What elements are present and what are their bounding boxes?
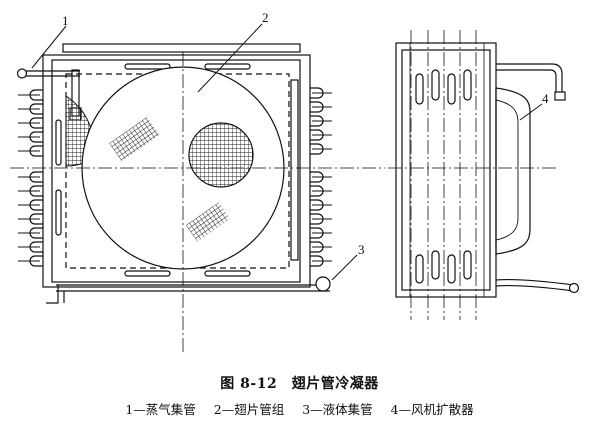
fan-grille-patches: [109, 116, 231, 242]
slot: [124, 270, 171, 277]
fan-diffuser: [495, 87, 531, 255]
slot: [55, 119, 62, 166]
legend-item-3: 3—液体集管: [302, 402, 373, 417]
side-inner: [401, 49, 491, 291]
diffuser-inner: [495, 99, 519, 241]
slot: [204, 270, 251, 277]
legend-item-4: 4—风机扩散器: [390, 402, 474, 417]
slot: [204, 63, 251, 70]
right-tube-stubs: [312, 92, 332, 262]
legend-item-1: 1—蒸气集管: [125, 402, 196, 417]
slot: [124, 63, 171, 70]
outer-frame: [42, 54, 311, 288]
outlet-pipe: [496, 63, 566, 101]
legend-item-2: 2—翅片管组: [213, 402, 285, 417]
right-header: [290, 79, 299, 261]
fan-hub: [188, 122, 254, 188]
liquid-header: [46, 276, 331, 304]
left-return-bends: [29, 89, 43, 267]
center-lines: [10, 52, 385, 352]
callout-2: 2: [262, 10, 269, 25]
inlet-pipe: [495, 278, 580, 294]
callout-3: 3: [358, 242, 365, 257]
callout-1: 1: [62, 13, 69, 28]
left-tube-stubs: [18, 94, 40, 262]
side-view: [388, 30, 580, 320]
leader-lines: [31, 23, 543, 281]
top-rail: [62, 43, 301, 53]
side-center-lines: [388, 30, 556, 320]
figure-caption-title: 图 8-12 翅片管冷凝器: [220, 376, 379, 392]
slot: [55, 189, 62, 236]
figure-legend: 1—蒸气集管 2—翅片管组 3—液体集管 4—风机扩散器: [0, 399, 599, 418]
side-slots: [415, 69, 472, 284]
front-view: [10, 43, 385, 352]
inner-frame: [51, 59, 301, 283]
callout-4: 4: [542, 91, 549, 106]
